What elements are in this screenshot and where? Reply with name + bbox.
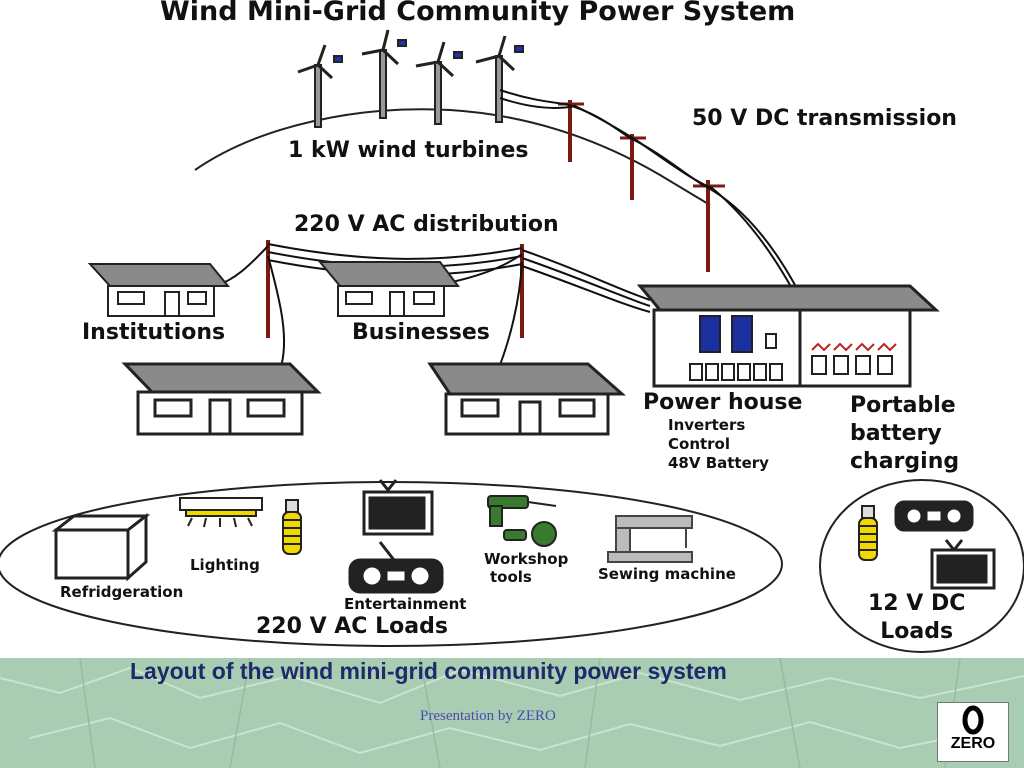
control-label: Control <box>668 435 731 453</box>
grinder-icon <box>503 521 557 547</box>
dc-loads-boundary <box>819 479 1024 653</box>
dc-transmission-label: 50 V DC transmission <box>692 106 957 131</box>
diagram-title: Wind Mini-Grid Community Power System <box>160 0 796 27</box>
radio-icon <box>894 500 974 532</box>
dc-transmission-pole <box>558 100 725 272</box>
logo-text: ZERO <box>950 735 996 752</box>
workshop-tools-label: Workshop tools <box>484 550 569 586</box>
institutions-label: Institutions <box>82 320 226 345</box>
dc-transmission-line <box>499 89 796 286</box>
wind-turbine-icon <box>415 41 463 125</box>
wind-turbine-icon <box>361 29 407 119</box>
lightbulb-icon <box>858 505 878 561</box>
wind-turbine-icon <box>297 44 343 128</box>
zero-logo: ZERO <box>937 702 1009 762</box>
power-house-icon <box>636 284 940 388</box>
footer-background <box>0 658 1024 768</box>
radio-icon <box>348 541 444 594</box>
wind-turbine-icon <box>475 35 524 123</box>
portable-charging-label: Portable battery charging <box>850 393 960 474</box>
lightbulb-icon <box>282 499 302 555</box>
turbines-label: 1 kW wind turbines <box>288 138 529 163</box>
diagram-drawing <box>0 29 1024 653</box>
slide-caption: Layout of the wind mini-grid community p… <box>130 658 727 684</box>
sewing-machine-label: Sewing machine <box>598 565 736 583</box>
entertainment-label: Entertainment <box>344 595 467 613</box>
sewing-machine-icon <box>607 515 693 563</box>
lighting-icon <box>179 497 263 528</box>
television-icon <box>930 539 996 590</box>
businesses-label: Businesses <box>352 320 490 345</box>
drill-icon <box>487 495 557 527</box>
ac-loads-boundary <box>0 481 783 647</box>
dc-loads-label: 12 V DC Loads <box>868 591 966 644</box>
refrigeration-label: Refridgeration <box>60 583 184 601</box>
television-icon <box>362 479 434 536</box>
ac-loads-label: 220 V AC Loads <box>256 614 448 639</box>
lighting-label: Lighting <box>190 556 260 574</box>
zero-logo-mark-icon <box>962 705 984 735</box>
ac-distribution-label: 220 V AC distribution <box>294 212 559 237</box>
house-icon <box>121 362 322 436</box>
presentation-credit: Presentation by ZERO <box>420 708 556 724</box>
footer-texture <box>0 658 1024 768</box>
inverters-label: Inverters <box>668 416 746 434</box>
hill <box>194 108 711 206</box>
refrigerator-icon <box>51 512 151 582</box>
power-house-label: Power house <box>643 390 803 415</box>
house-icon <box>317 261 460 317</box>
battery-label: 48V Battery <box>668 454 769 472</box>
house-icon <box>427 362 626 436</box>
house-icon <box>87 263 231 317</box>
power-house-items: Inverters Control 48V Battery <box>668 416 769 473</box>
